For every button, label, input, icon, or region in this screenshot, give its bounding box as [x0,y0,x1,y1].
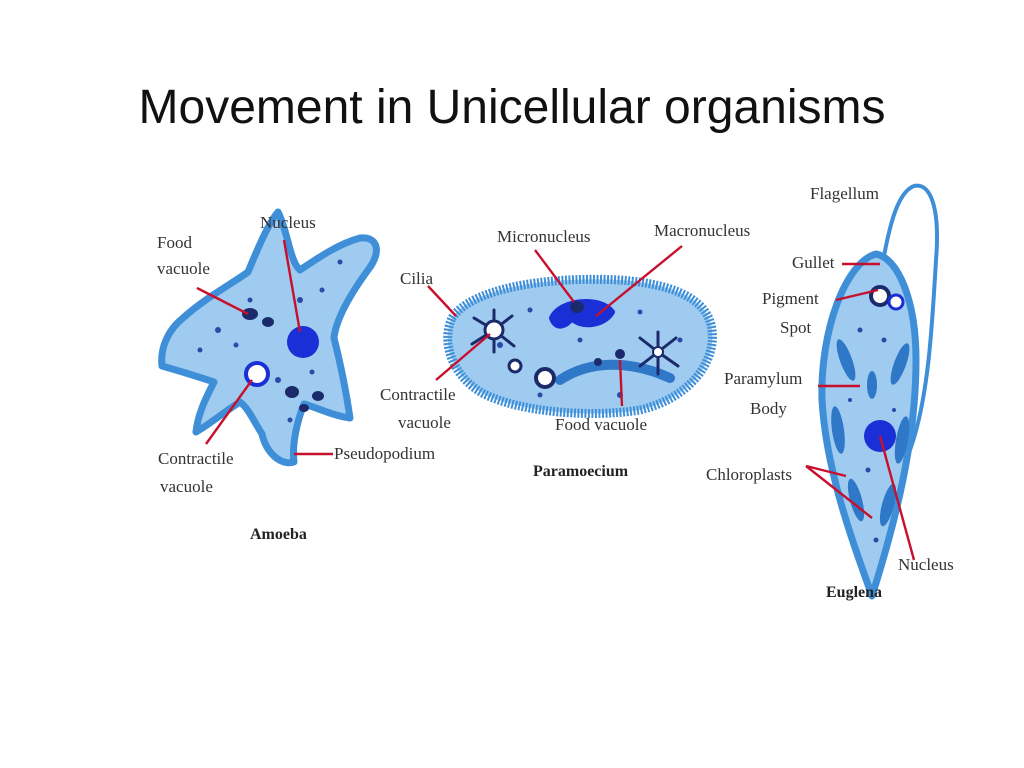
euglena-label-paramylum-body-line1: Paramylum [724,369,802,388]
amoeba-label-contractile-vacuole-line2: vacuole [160,477,213,496]
amoeba-pointer-food-vacuole [196,286,249,316]
euglena-label-pigment-spot-line1: Pigment [762,289,819,308]
paramoecium-label-cilia: Cilia [400,269,434,288]
paramoecium-micronucleus [570,301,584,313]
euglena-label-pigment-spot-line2: Spot [780,318,811,337]
paramoecium-pointer-macronucleus [595,245,683,317]
paramoecium-label-food-vacuole: Food vacuole [555,415,647,434]
paramoecium-pointer-food-vacuole [618,359,624,407]
amoeba-label-nucleus: Nucleus [260,213,316,232]
paramoecium-label-contractile-vacuole-line2: vacuole [398,413,451,432]
euglena-label-paramylum-body-line2: Body [750,399,787,418]
euglena-flagellum [882,183,939,452]
euglena-pointer-nucleus [878,435,916,561]
amoeba-food-vacuoles [242,308,324,412]
euglena-label-gullet: Gullet [792,253,835,272]
euglena-gullet [869,285,891,307]
paramoecium-label-micronucleus: Micronucleus [497,227,590,246]
euglena-caption: Euglena [826,584,882,601]
paramoecium-pointer-micronucleus [534,249,575,303]
amoeba-label-pseudopodium: Pseudopodium [334,444,435,463]
euglena-pointer-pigment-spot [835,288,879,302]
amoeba-granules [197,259,343,423]
euglena-chloroplasts [831,339,910,527]
amoeba-contractile-vacuole [244,361,270,387]
amoeba-figure: Food vacuole Nucleus Contractile vacuole… [157,208,435,543]
amoeba-label-contractile-vacuole-line1: Contractile [158,449,234,468]
slide-title: Movement in Unicellular organisms [138,81,886,134]
amoeba-body [158,208,380,467]
amoeba-pointer-nucleus [282,239,302,333]
amoeba-nucleus [287,326,319,358]
paramoecium-caption: Paramoecium [533,463,629,480]
euglena-figure: Flagellum Gullet Pigment Spot Paramylum … [706,183,954,601]
paramoecium-pointer-contractile-vacuole [435,333,491,381]
amoeba-pointer-contractile-vacuole [205,379,253,445]
paramoecium-contractile-vacuole-right [638,330,680,376]
paramoecium-figure: Cilia Micronucleus Macronucleus Contract… [380,221,750,480]
euglena-label-nucleus: Nucleus [898,555,954,574]
euglena-label-chloroplasts: Chloroplasts [706,465,792,484]
amoeba-caption: Amoeba [250,526,307,543]
euglena-pigment-spot [887,293,905,311]
euglena-label-flagellum: Flagellum [810,184,879,203]
paramoecium-contractile-vacuole-left [470,308,516,354]
paramoecium-food-vacuoles [507,349,625,389]
euglena-pointer-chloroplasts-1 [805,464,847,478]
amoeba-label-food-vacuole-line2: vacuole [157,259,210,278]
paramoecium-label-macronucleus: Macronucleus [654,221,750,240]
euglena-granules [848,327,896,543]
euglena-pointer-chloroplasts-2 [805,465,873,519]
amoeba-label-food-vacuole-line1: Food [157,233,192,252]
paramoecium-label-contractile-vacuole-line1: Contractile [380,385,456,404]
paramoecium-pointer-cilia [427,285,457,317]
paramoecium-body [443,274,717,418]
